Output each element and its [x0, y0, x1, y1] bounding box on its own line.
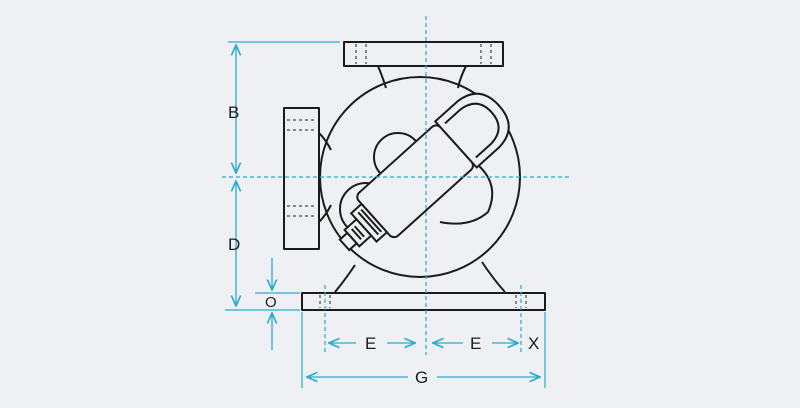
actuator-assembly	[338, 92, 510, 252]
label-e-right: E	[470, 334, 481, 353]
top-neck	[377, 65, 467, 89]
side-neck	[318, 132, 332, 223]
centerlines	[222, 16, 570, 355]
label-d: D	[228, 235, 240, 254]
actuator-ribs	[350, 208, 383, 240]
label-x: X	[528, 334, 539, 353]
valve-body	[283, 41, 546, 311]
label-e-left: E	[365, 334, 376, 353]
top-flange	[343, 41, 504, 67]
base-flange-holes	[319, 295, 527, 308]
label-o: O	[265, 294, 277, 311]
hidden-lines	[287, 44, 527, 308]
actuator-tip	[338, 231, 359, 252]
side-flange	[283, 107, 320, 250]
label-b: B	[228, 103, 239, 122]
inner-lobe-right	[439, 164, 494, 225]
side-flange-holes	[287, 119, 316, 217]
label-g: G	[415, 368, 428, 387]
dimension-lines	[236, 45, 540, 377]
bottom-feet	[334, 261, 506, 293]
actuator-cap-inner	[444, 102, 500, 159]
extension-lines	[225, 41, 546, 388]
base-flange	[301, 292, 546, 311]
dimension-labels: B D O E E X G	[228, 103, 539, 387]
